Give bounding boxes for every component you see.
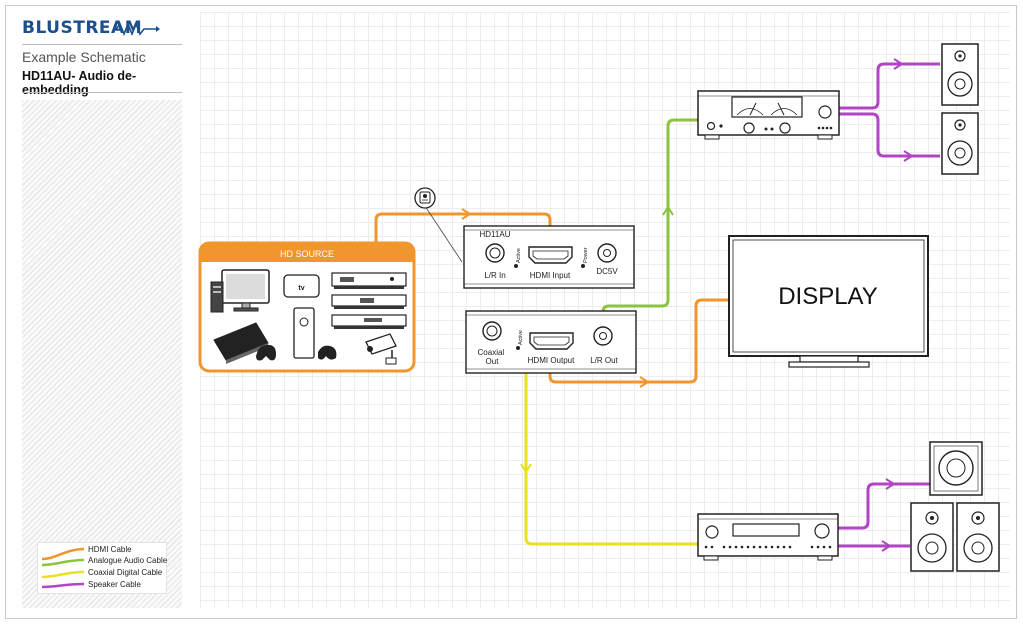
apple-tv-icon: tv	[283, 274, 320, 298]
hdmi-input-port	[528, 246, 573, 264]
tx-active-label: Active	[516, 248, 522, 263]
brand-wave-icon	[116, 22, 160, 36]
rx-coaxial-label-text: Coaxial	[478, 348, 505, 357]
display-icon: DISPLAY	[728, 235, 929, 368]
xbox-console-icon	[293, 307, 337, 360]
sidebar-hatch-panel	[22, 100, 182, 608]
rx-active-led	[516, 346, 520, 350]
hdmi-output-port	[529, 332, 574, 350]
legend-item-speaker: Speaker Cable	[88, 580, 141, 589]
hdmi-cable-source-to-tx	[374, 212, 552, 253]
lr-in-port	[485, 243, 505, 263]
speaker-icon	[941, 43, 979, 106]
analogue-cable-arrow	[662, 205, 674, 216]
speaker-cable-amp-top	[838, 62, 940, 110]
cctv-camera-icon	[365, 333, 397, 365]
tx-power-label: Power	[583, 247, 589, 263]
rx-hdmi-output-label: HDMI Output	[528, 356, 575, 365]
speaker-cable-arrow	[881, 540, 892, 552]
cable-legend: HDMI Cable Analogue Audio Cable Coaxial …	[37, 542, 167, 594]
speaker-cable-receiver-top	[838, 482, 930, 530]
speaker-icon	[910, 502, 954, 572]
speaker-icon	[956, 502, 1000, 572]
speaker-cable-arrow	[893, 58, 904, 70]
lr-out-port	[593, 326, 613, 346]
page-subtitle: Example Schematic	[22, 49, 146, 65]
hd-source-title: HD SOURCE	[280, 249, 334, 259]
legend-swatches	[41, 547, 85, 589]
subwoofer-icon	[929, 441, 983, 496]
hd11au-transmitter: HD11AU L/R In Active HDMI Input Power DC…	[463, 225, 635, 289]
tx-hdmi-input-label: HDMI Input	[530, 271, 571, 280]
tx-power-led	[581, 264, 585, 268]
av-receiver-icon	[697, 513, 839, 561]
hdmi-cable-arrow	[461, 208, 472, 220]
computer-icon	[210, 269, 270, 313]
rx-coaxial-label: Coaxial Out	[478, 348, 507, 366]
tx-model-label: HD11AU	[480, 230, 511, 239]
ir-sensor-icon	[414, 187, 436, 209]
page-frame	[5, 5, 1017, 619]
hdmi-cable-arrow	[639, 376, 650, 388]
speaker-cable-arrow	[903, 150, 914, 162]
page-title: HD11AU- Audio de-embedding	[22, 69, 137, 97]
svg-text:tv: tv	[298, 285, 304, 292]
legend-item-coaxial: Coaxial Digital Cable	[88, 568, 163, 577]
brand-logo: BLUSTREAM	[22, 18, 143, 38]
speaker-cable-amp-bottom	[838, 112, 940, 158]
tx-active-led	[514, 264, 518, 268]
coaxial-cable-arrow	[520, 463, 532, 474]
legend-swatch-hdmi	[41, 547, 85, 561]
set-top-box-icon	[331, 272, 407, 329]
analogue-cable-rx-to-amp	[601, 118, 698, 333]
legend-swatch-speaker	[41, 582, 85, 589]
amplifier-icon	[697, 90, 840, 140]
legend-swatch-coaxial	[41, 570, 85, 579]
header-rule	[22, 92, 182, 93]
tx-dc-label: DC5V	[596, 267, 618, 276]
legend-swatch-analogue	[41, 558, 85, 567]
rx-active-label: Active	[518, 330, 524, 345]
ir-sensor-lead	[424, 205, 463, 263]
hdmi-cable-rx-to-display	[548, 298, 730, 384]
sidebar: BLUSTREAM Example Schematic HD11AU- Audi…	[12, 12, 190, 612]
display-label: DISPLAY	[778, 283, 878, 310]
dc-power-port	[597, 243, 617, 263]
game-console-icon	[213, 322, 276, 364]
legend-item-hdmi: HDMI Cable	[88, 545, 132, 554]
speaker-icon	[941, 112, 979, 175]
header-rule	[22, 44, 182, 45]
legend-item-analogue: Analogue Audio Cable	[88, 556, 168, 565]
tx-lr-in-label: L/R In	[484, 271, 505, 280]
coaxial-out-port	[482, 321, 502, 341]
rx-lr-out-label: L/R Out	[590, 356, 618, 365]
speaker-cable-arrow	[885, 478, 896, 490]
rx-coaxial-label-line2: Out	[486, 357, 500, 366]
hd11au-receiver: Coaxial Out Active HDMI Output L/R Out	[465, 310, 637, 374]
